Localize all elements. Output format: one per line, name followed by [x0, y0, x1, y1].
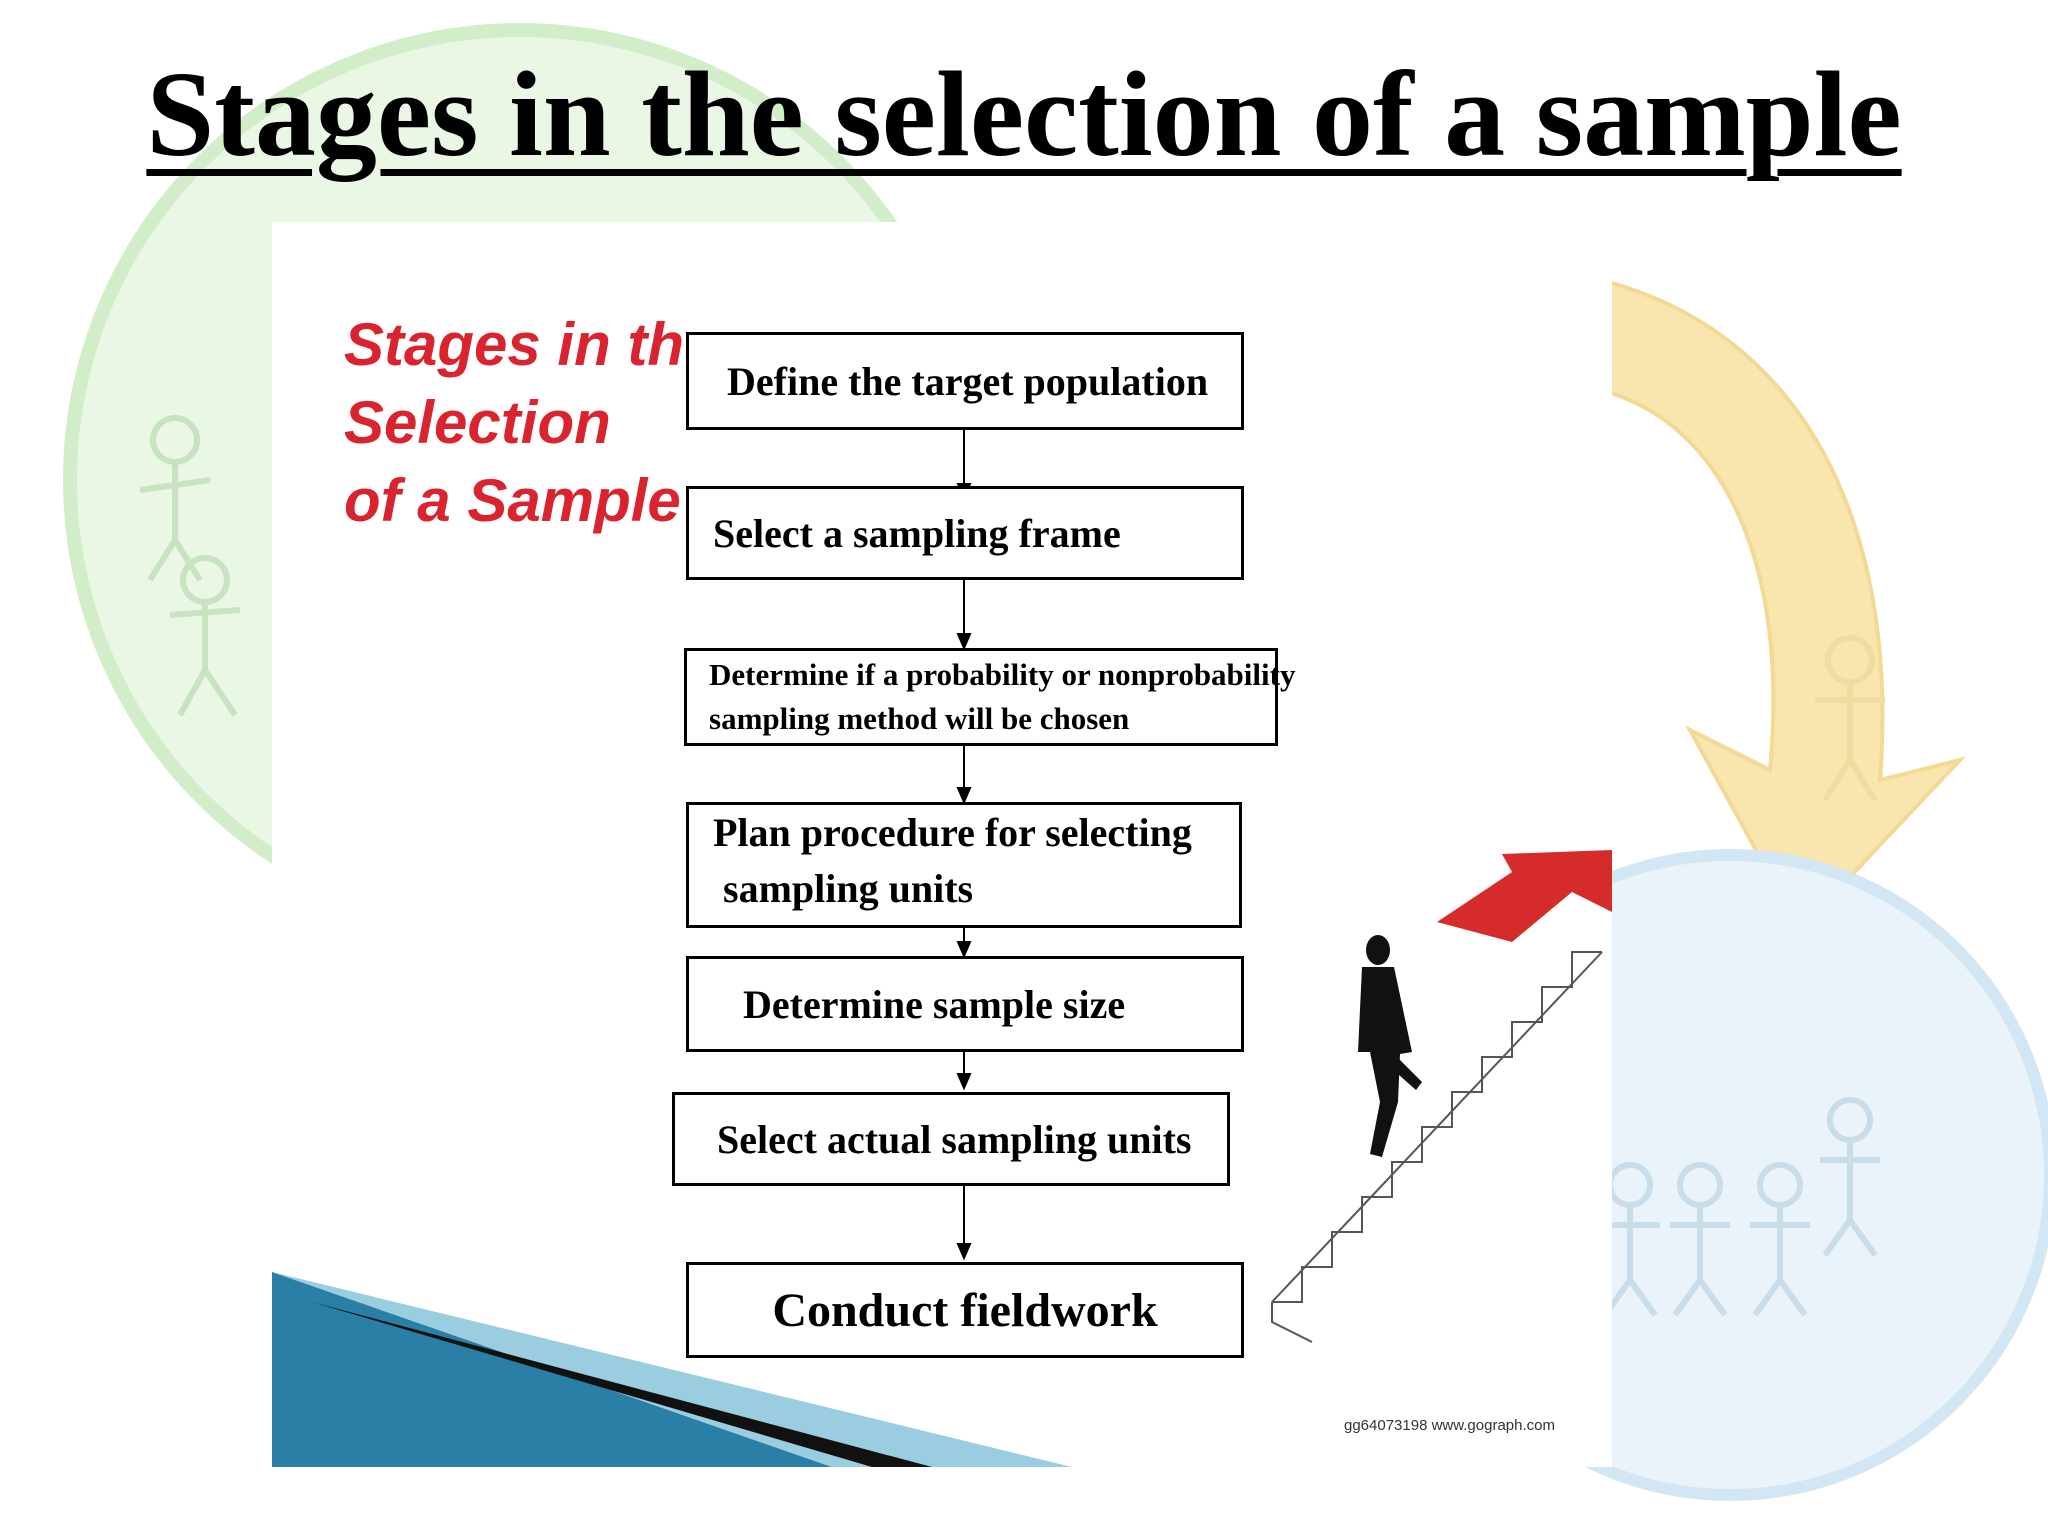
step-define-target-population: Define the target population	[686, 332, 1244, 430]
diagram-heading-line: Selection	[344, 389, 611, 456]
step-determine-sampling-method: Determine if a probability or nonprobabi…	[684, 648, 1296, 746]
diagram-heading: Stages in the Selection of a Sample	[344, 306, 717, 540]
diagram-panel: Stages in the Selection of a Sample Defi…	[272, 222, 1612, 1467]
step-select-actual-units: Select actual sampling units	[672, 1092, 1230, 1186]
step-determine-sample-size: Determine sample size	[686, 956, 1244, 1052]
step-text: Conduct fieldwork	[772, 1283, 1158, 1337]
image-credit: gg64073198 www.gograph.com	[1344, 1417, 1555, 1434]
step-select-sampling-frame: Select a sampling frame	[686, 486, 1244, 580]
step-conduct-fieldwork: Conduct fieldwork	[686, 1262, 1244, 1358]
step-text: Determine if a probability or nonprobabi…	[709, 657, 1296, 692]
curved-arrow-icon	[1598, 277, 1967, 934]
step-text: sampling units	[723, 866, 974, 911]
panel-art	[272, 430, 1612, 1467]
stick-figure-icon	[1820, 1097, 1880, 1257]
stick-figure-icon	[1600, 1162, 1660, 1317]
step-text: Define the target population	[727, 358, 1209, 404]
step-text: Select a sampling frame	[713, 510, 1121, 556]
stick-figure-icon	[1670, 1162, 1730, 1317]
stair-arrow-icon	[1437, 850, 1612, 942]
step-text: Determine sample size	[743, 981, 1126, 1027]
businessman-icon	[1358, 935, 1422, 1157]
stick-figure-icon	[169, 555, 241, 717]
black-wedge-shape	[312, 1302, 932, 1467]
diagram-heading-line: Stages in the	[344, 311, 718, 378]
stick-figure-icon	[1815, 635, 1885, 802]
blue-wedge-shape	[272, 1272, 1072, 1467]
stick-figure-icon	[1750, 1162, 1810, 1317]
diagram-heading-line: of a Sample	[344, 467, 681, 534]
step-text: Plan procedure for selecting	[713, 810, 1192, 855]
stick-figure-icon	[139, 415, 211, 582]
staircase-icon	[1271, 951, 1603, 1343]
slide-title: Stages in the selection of a sample	[146, 47, 1902, 182]
step-text: Select actual sampling units	[717, 1116, 1192, 1162]
step-text: sampling method will be chosen	[709, 701, 1130, 736]
step-plan-procedure: Plan procedure for selecting sampling un…	[686, 802, 1242, 928]
